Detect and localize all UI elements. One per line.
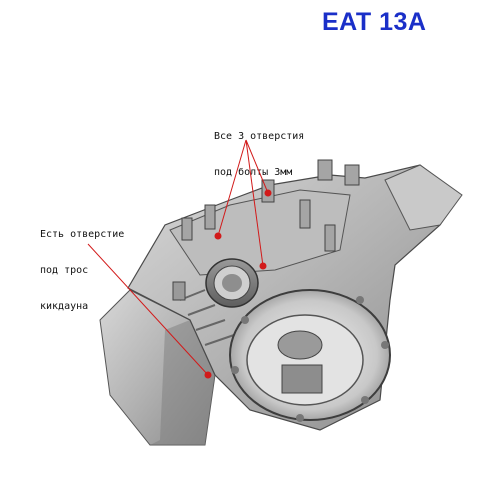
- kickdown-annotation-line-2: под трос: [40, 265, 89, 276]
- actuator-cylinder: [205, 258, 259, 308]
- kickdown-annotation-line-3: кикдауна: [40, 301, 89, 312]
- kickdown-annotation: Есть отверстие под трос кикдауна: [40, 205, 124, 325]
- bolt-holes-annotation-line-2: под болты 3мм: [214, 167, 293, 178]
- kickdown-annotation-line-1: Есть отверстие: [40, 229, 125, 240]
- image-title: EAT 13A: [322, 8, 427, 36]
- bell-housing: [229, 289, 391, 422]
- bolt-holes-leader-lines: [217, 139, 269, 267]
- kickdown-leader-line: [87, 243, 209, 376]
- oil-pan: [99, 289, 216, 446]
- bolt-holes-annotation: Все 3 отверстия под болты 3мм: [214, 107, 304, 191]
- bolt-holes-annotation-line-1: Все 3 отверстия: [214, 131, 305, 142]
